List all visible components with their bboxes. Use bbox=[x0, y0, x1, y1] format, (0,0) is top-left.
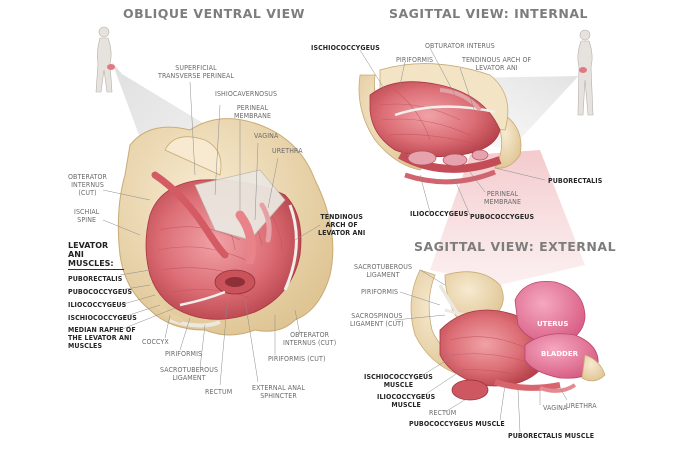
label-uterus: UTERUS bbox=[537, 320, 569, 328]
title-sagittal-internal: SAGITTAL VIEW: INTERNAL bbox=[389, 6, 588, 21]
label-obturator-internus-cut-left: OBTERATOR INTERNUS (CUT) bbox=[68, 173, 108, 197]
obturator-internus-internal bbox=[439, 88, 482, 112]
label-puborectalis-muscle: PUBORECTALIS MUSCLE bbox=[508, 432, 595, 440]
tendinous-arch-internal bbox=[394, 105, 496, 117]
label-tendinous-arch-oblique: TENDINOUS ARCH OF LEVATOR ANI bbox=[318, 213, 366, 237]
levator-item-ischiococcygeus: ISCHIOCOCCYGEUS bbox=[68, 314, 137, 322]
label-superficial-transverse-perineal: SUPERFICIAL TRANSVERSE PERINEAL bbox=[158, 64, 234, 80]
label-rectum-oblique: RECTUM bbox=[205, 388, 233, 396]
sagittal-internal-pelvis bbox=[358, 63, 522, 185]
pubis-external bbox=[581, 354, 606, 382]
label-sacrotuberous-oblique: SACROTUBEROUS LIGAMENT bbox=[160, 366, 219, 382]
levator-item-iliococcygeus: ILIOCOCCYGEUS bbox=[68, 301, 127, 309]
label-rectum-external: RECTUM bbox=[429, 409, 457, 417]
median-raphe-oblique bbox=[179, 290, 226, 307]
label-sacrotuberous-external: SACROTUBEROUS LIGAMENT bbox=[354, 263, 413, 279]
label-obturator-internus-internal: OBTURATOR INTERUS bbox=[425, 42, 495, 50]
label-perineal-membrane-oblique: PERINEAL MEMBRANE bbox=[234, 104, 272, 120]
label-ischiococcygeus-muscle: ISCHIOCOCCYGEUS MUSCLE bbox=[364, 373, 433, 389]
sagittal-external-pelvis bbox=[410, 269, 606, 401]
label-external-anal-sphincter: EXTERNAL ANAL SPHINCTER bbox=[252, 384, 306, 400]
label-ischiococcygeus-internal: ISCHIOCOCCYGEUS bbox=[311, 44, 380, 52]
rectum-external bbox=[451, 379, 489, 401]
label-tendinous-arch-internal: TENDINOUS ARCH OF LEVATOR ANI bbox=[462, 56, 532, 72]
levator-item-puborectalis: PUBORECTALIS bbox=[68, 275, 123, 283]
label-urethra-external: URETHRA bbox=[566, 402, 597, 410]
label-sacrospinous-external: SACROSPINOUS LIGAMENT (CUT) bbox=[350, 312, 404, 328]
label-coccyx: COCCYX bbox=[142, 338, 169, 346]
title-oblique-ventral-view: OBLIQUE VENTRAL VIEW bbox=[123, 6, 305, 21]
label-obturator-internus-cut-right: OBTERATOR INTERNUS (CUT) bbox=[283, 331, 337, 347]
label-vagina-oblique: VAGINA bbox=[254, 132, 279, 140]
label-iliococcygeus-muscle: ILIOCOCCYGEUS MUSCLE bbox=[377, 393, 436, 409]
title-sagittal-external: SAGITTAL VIEW: EXTERNAL bbox=[414, 239, 617, 254]
urethra-oblique bbox=[259, 202, 272, 243]
human-figure-icon-left bbox=[95, 26, 115, 93]
coccyx-oblique bbox=[152, 297, 183, 323]
label-iliococcygeus-internal: ILIOCOCCYGEUS bbox=[410, 210, 469, 218]
levator-item-pubococcygeus: PUBOCOCCYGEUS bbox=[68, 288, 133, 296]
view-beam-external bbox=[430, 150, 585, 285]
label-urethra-oblique: URETHRA bbox=[272, 147, 303, 155]
label-puborectalis-internal: PUBORECTALIS bbox=[548, 177, 603, 185]
label-piriformis-cut: PIRIFORMIS (CUT) bbox=[268, 355, 326, 363]
label-pubococcygeus-internal: PUBOCOCCYGEUS bbox=[470, 213, 535, 221]
label-ischiocavernosus: ISHIOCAVERNOSUS bbox=[215, 90, 278, 98]
label-bladder: BLADDER bbox=[541, 350, 579, 358]
levator-ani-heading: LEVATOR ANI MUSCLES: bbox=[68, 241, 114, 268]
levator-item-median-raphe: MEDIAN RAPHE OF THE LEVATOR ANI MUSCLES bbox=[68, 326, 136, 350]
sacrotuberous-oblique bbox=[169, 318, 221, 328]
label-piriformis-internal: PIRIFORMIS bbox=[396, 56, 434, 64]
leader-lines bbox=[102, 47, 568, 433]
label-perineal-membrane-internal: PERINEAL MEMBRANE bbox=[484, 190, 522, 206]
label-vagina-external: VAGINA bbox=[543, 404, 568, 412]
human-figure-icon-right bbox=[577, 29, 594, 116]
label-pubococcygeus-muscle: PUBOCOCCYGEUS MUSCLE bbox=[409, 420, 505, 428]
levator-ani-divider bbox=[68, 269, 124, 270]
vagina-oblique bbox=[235, 210, 256, 265]
label-piriformis-external: PIRIFORMIS bbox=[361, 288, 399, 296]
label-ischial-spine: ISCHIAL SPINE bbox=[74, 208, 100, 224]
ischiocavernosus-oblique bbox=[151, 171, 229, 259]
tendinous-arch-oblique bbox=[283, 204, 298, 291]
label-piriformis-oblique: PIRIFORMIS bbox=[165, 350, 203, 358]
